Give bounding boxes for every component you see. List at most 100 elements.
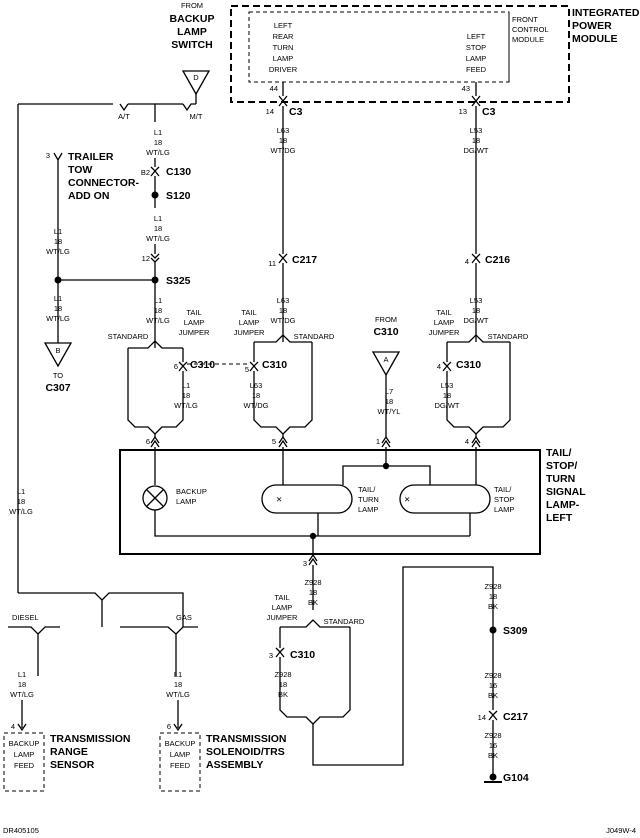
tlj-1b: LAMP (184, 318, 204, 327)
tail-turn-x: ✕ (276, 495, 282, 504)
trans-range-2: RANGE (50, 746, 88, 758)
s120-label: S120 (166, 190, 191, 202)
ipm-title-1: INTEGRATED (572, 7, 640, 19)
ref-a: A (383, 355, 388, 364)
wire-l1-c-1: L1 (54, 227, 62, 236)
tlj-3c: JUMPER (429, 328, 460, 337)
from-backup-4: SWITCH (171, 39, 212, 51)
wire-z928-c-3: BK (488, 602, 498, 611)
trans-sol-2: SOLENOID/TRS (206, 746, 285, 758)
wire-z928-b-3: BK (278, 690, 288, 699)
lrt-4: LAMP (273, 54, 293, 63)
wire-l1-e-2: 18 (154, 306, 162, 315)
pin-b2: B2 (141, 168, 150, 177)
ref-d-triangle (181, 70, 211, 96)
wire-l63-b-2: 18 (279, 306, 287, 315)
wire-z928-d-3: BK (488, 691, 498, 700)
wire-l63-a-2: 18 (279, 136, 287, 145)
blf-1b: LAMP (14, 750, 34, 759)
wire-l1-i-2: 18 (174, 680, 182, 689)
lrt-2: REAR (273, 32, 294, 41)
wire-l53-c-2: 18 (443, 391, 451, 400)
tail-stop-2: STOP (494, 495, 514, 504)
from-backup-3: LAMP (177, 26, 207, 38)
wire-z928-c-1: Z928 (484, 582, 501, 591)
tlj-4a: TAIL (274, 593, 289, 602)
pin-43: 43 (462, 84, 470, 93)
pin-12: 12 (142, 254, 150, 263)
wire-l1-d-1: L1 (54, 294, 62, 303)
to-c307-2: C307 (45, 382, 70, 394)
lamp-assembly-box (119, 449, 541, 555)
from-backup-1: FROM (181, 1, 203, 10)
fcm-label-2: CONTROL (512, 25, 549, 34)
ipm-title-3: MODULE (572, 33, 618, 45)
tlj-2b: LAMP (239, 318, 259, 327)
tlj-4c: JUMPER (267, 613, 298, 622)
pin-4-c216: 4 (465, 257, 469, 266)
wire-l1-g-3: WT/LG (9, 507, 33, 516)
pin-5-lamp: 5 (272, 437, 276, 446)
blf-2c: FEED (170, 761, 191, 770)
wire-l1-h-1: L1 (18, 670, 26, 679)
tail-turn-3: LAMP (358, 505, 378, 514)
wire-l63-b-3: WT/DG (271, 316, 296, 325)
tail-turn-lamp (261, 484, 353, 514)
wire-l1-f-2: 18 (182, 391, 190, 400)
lsf-2: STOP (466, 43, 486, 52)
wire-z928-c-2: 18 (489, 592, 497, 601)
opt-std-2: STANDARD (294, 332, 335, 341)
wire-l1-f-3: WT/LG (174, 401, 198, 410)
pin-3-c310: 3 (269, 651, 273, 660)
opt-std-4: STANDARD (324, 617, 365, 626)
opt-at: A/T (118, 112, 130, 121)
wire-l53-a-2: 18 (472, 136, 480, 145)
opt-diesel: DIESEL (12, 613, 39, 622)
trans-sol-3: ASSEMBLY (206, 759, 263, 771)
wire-l1-b-2: 18 (154, 224, 162, 233)
lamp-title-2: STOP/ (546, 460, 577, 472)
tail-turn-2: TURN (358, 495, 379, 504)
wire-z928-e-2: 16 (489, 741, 497, 750)
blf-1a: BACKUP (9, 739, 40, 748)
to-c307-1: TO (53, 371, 63, 380)
wire-l53-a-3: DG/WT (464, 146, 489, 155)
pin-3-trailer: 3 (46, 151, 50, 160)
pin-1-lamp: 1 (376, 437, 380, 446)
wire-l53-c-1: L53 (441, 381, 454, 390)
wire-l7-1: L7 (385, 387, 393, 396)
wire-l1-d-3: WT/LG (46, 314, 70, 323)
tlj-3b: LAMP (434, 318, 454, 327)
lamp-title-1: TAIL/ (546, 447, 572, 459)
wire-z928-a-3: BK (308, 598, 318, 607)
lsf-3: LAMP (466, 54, 486, 63)
blf-2a: BACKUP (165, 739, 196, 748)
pin-14: 14 (266, 107, 274, 116)
pin-11: 11 (268, 259, 276, 268)
opt-std-3: STANDARD (488, 332, 529, 341)
backup-lamp-2: LAMP (176, 497, 196, 506)
pin-6-tsa: 6 (167, 722, 171, 731)
wire-l1-a-3: WT/LG (146, 148, 170, 157)
lrt-5: DRIVER (269, 65, 298, 74)
ipm-outline (230, 5, 570, 103)
ref-a-triangle (371, 351, 401, 377)
footer-right: J049W-4 (606, 826, 636, 835)
backup-lamp-1: BACKUP (176, 487, 207, 496)
wire-l1-d-2: 18 (54, 304, 62, 313)
lamp-title-5: LAMP- (546, 499, 580, 511)
wire-l53-c-3: DG/WT (435, 401, 460, 410)
wire-l1-b-1: L1 (154, 214, 162, 223)
trans-range-1: TRANSMISSION (50, 733, 131, 745)
wire-z928-e-3: BK (488, 751, 498, 760)
opt-mt: M/T (190, 112, 203, 121)
tlj-2a: TAIL (241, 308, 256, 317)
pin-14-c217: 14 (478, 713, 486, 722)
wire-l63-c-2: 18 (252, 391, 260, 400)
c310-bottom-label: C310 (290, 649, 315, 661)
pin-4-c310: 4 (437, 362, 441, 371)
c3-left-label: C3 (289, 106, 303, 118)
wire-l1-a-2: 18 (154, 138, 162, 147)
pin-6-lamp: 6 (146, 437, 150, 446)
from-c310-2: C310 (373, 326, 398, 338)
